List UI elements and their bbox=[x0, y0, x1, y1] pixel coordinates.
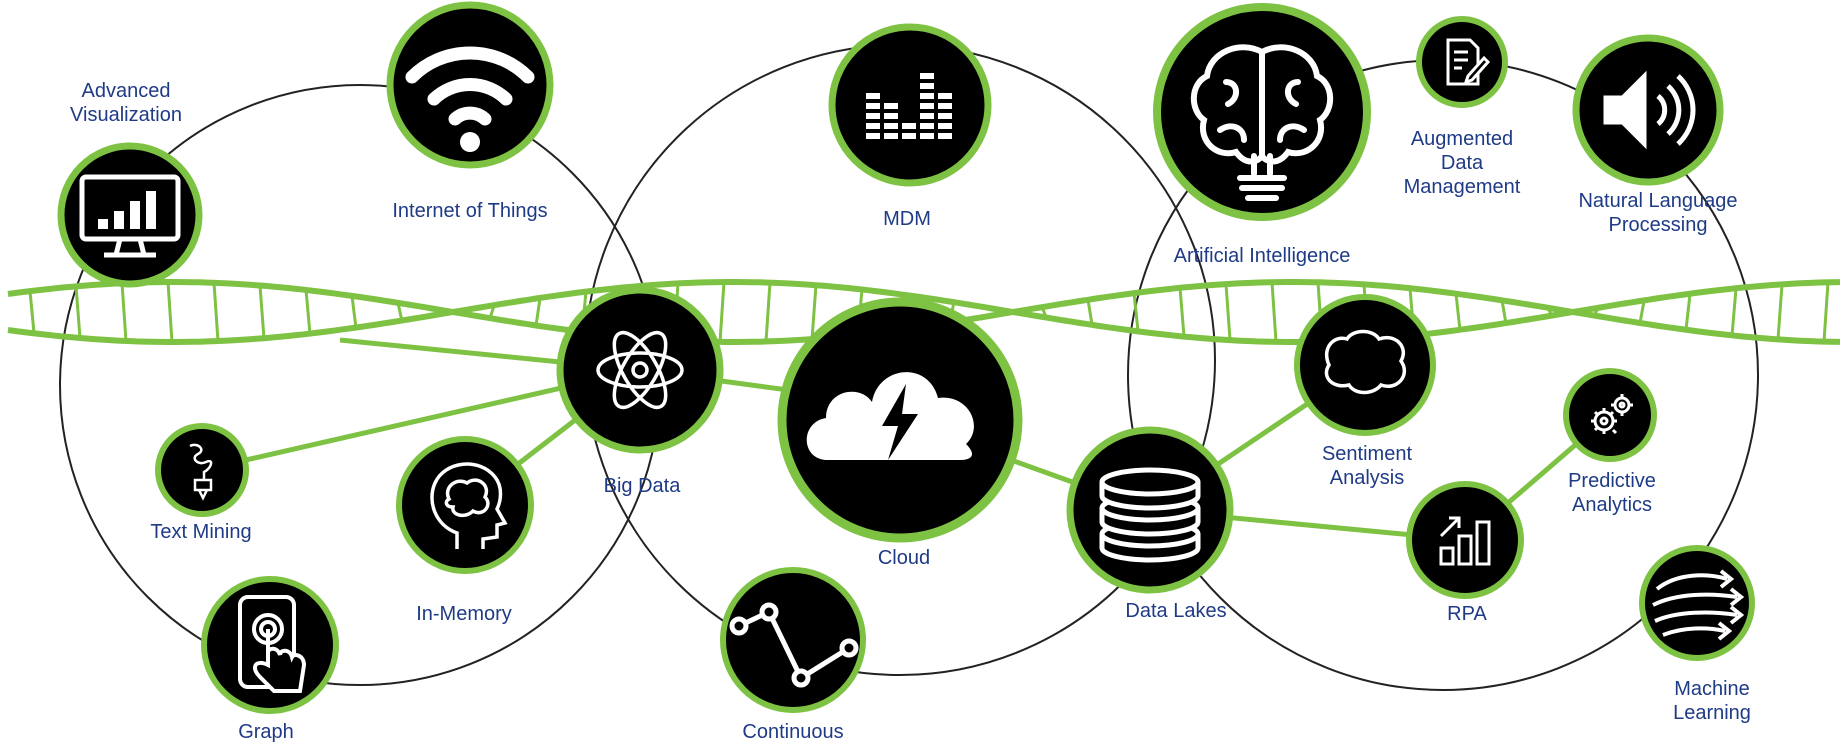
cloud-lightning-icon bbox=[806, 372, 974, 460]
node-predictive-analytics bbox=[1563, 368, 1657, 462]
label-sentiment-analysis: Sentiment Analysis bbox=[1321, 443, 1413, 489]
node-cloud bbox=[777, 297, 1023, 543]
helix-rung bbox=[764, 282, 772, 342]
label-internet-of-things: Internet of Things bbox=[392, 200, 548, 222]
helix-rung bbox=[1178, 287, 1186, 337]
helix-rung bbox=[1684, 294, 1692, 330]
node-natural-language-processing bbox=[1572, 34, 1724, 186]
touch-tablet-icon bbox=[238, 595, 307, 693]
label-text-mining: Text Mining bbox=[150, 521, 252, 543]
helix-rung bbox=[1270, 282, 1278, 342]
database-icon bbox=[1099, 467, 1201, 563]
line-graph-icon bbox=[729, 602, 859, 688]
wifi-icon bbox=[405, 46, 535, 152]
helix-rung bbox=[1638, 300, 1646, 324]
label-data-lakes: Data Lakes bbox=[1125, 600, 1227, 622]
helix-rung bbox=[258, 285, 266, 339]
helix-rung bbox=[1132, 293, 1140, 331]
node-machine-learning bbox=[1639, 545, 1755, 661]
label-advanced-visualization: Advanced Visualization bbox=[70, 80, 182, 126]
helix-rung bbox=[534, 298, 542, 326]
node-mdm bbox=[828, 23, 992, 187]
node-big-data bbox=[556, 286, 724, 454]
helix-rung bbox=[166, 281, 174, 343]
helix-rung bbox=[350, 295, 358, 329]
equalizer-icon bbox=[866, 73, 952, 139]
label-machine-learning: Machine Learning bbox=[1673, 678, 1751, 724]
helix-rung bbox=[28, 291, 36, 333]
node-graph bbox=[201, 576, 339, 714]
helix-rung bbox=[1822, 282, 1830, 342]
speaker-icon bbox=[1603, 70, 1696, 150]
monitor-bar-chart-icon bbox=[79, 174, 181, 258]
node-advanced-visualization bbox=[57, 142, 203, 288]
label-continuous: Continuous bbox=[742, 721, 844, 743]
label-artificial-intelligence: Artificial Intelligence bbox=[1173, 245, 1351, 267]
label-predictive-analytics: Predictive Analytics bbox=[1568, 470, 1656, 516]
globe-arrows-icon bbox=[1652, 569, 1745, 641]
helix-rung bbox=[1730, 288, 1738, 336]
document-pen-icon bbox=[1446, 38, 1491, 86]
brain-icon bbox=[1324, 329, 1407, 395]
label-big-data: Big Data bbox=[603, 475, 681, 497]
atom-icon bbox=[596, 330, 684, 410]
label-augmented-data-management: Augmented Data Management bbox=[1403, 128, 1521, 198]
helix-rung bbox=[120, 283, 128, 341]
node-augmented-data-management bbox=[1416, 16, 1508, 108]
node-text-mining bbox=[155, 423, 249, 517]
label-natural-language-processing: Natural Language Processing bbox=[1578, 190, 1738, 236]
helix-rung bbox=[1454, 293, 1462, 331]
helix-rung bbox=[1224, 283, 1232, 341]
label-in-memory: In-Memory bbox=[416, 603, 512, 625]
label-cloud: Cloud bbox=[877, 547, 931, 569]
growth-chart-icon bbox=[1439, 516, 1491, 566]
node-sentiment-analysis bbox=[1294, 294, 1436, 436]
node-continuous bbox=[720, 567, 866, 713]
head-brain-icon bbox=[430, 462, 508, 549]
label-rpa: RPA bbox=[1447, 603, 1487, 625]
brain-bulb-icon bbox=[1190, 44, 1334, 201]
label-graph: Graph bbox=[238, 721, 294, 743]
helix-rung bbox=[1086, 299, 1094, 325]
node-in-memory bbox=[396, 436, 534, 574]
node-data-lakes bbox=[1066, 426, 1234, 594]
helix-rung bbox=[74, 286, 82, 338]
node-rpa bbox=[1406, 481, 1524, 599]
drill-icon bbox=[189, 443, 213, 501]
helix-rung bbox=[212, 282, 220, 342]
helix-rung bbox=[718, 281, 726, 343]
node-internet-of-things bbox=[386, 1, 554, 169]
node-artificial-intelligence bbox=[1153, 3, 1371, 221]
helix-rung bbox=[1500, 300, 1508, 324]
helix-rung bbox=[1776, 284, 1784, 340]
helix-rung bbox=[304, 289, 312, 335]
label-mdm: MDM bbox=[883, 208, 931, 230]
helix-rung bbox=[810, 284, 818, 340]
gears-icon bbox=[1591, 394, 1633, 435]
